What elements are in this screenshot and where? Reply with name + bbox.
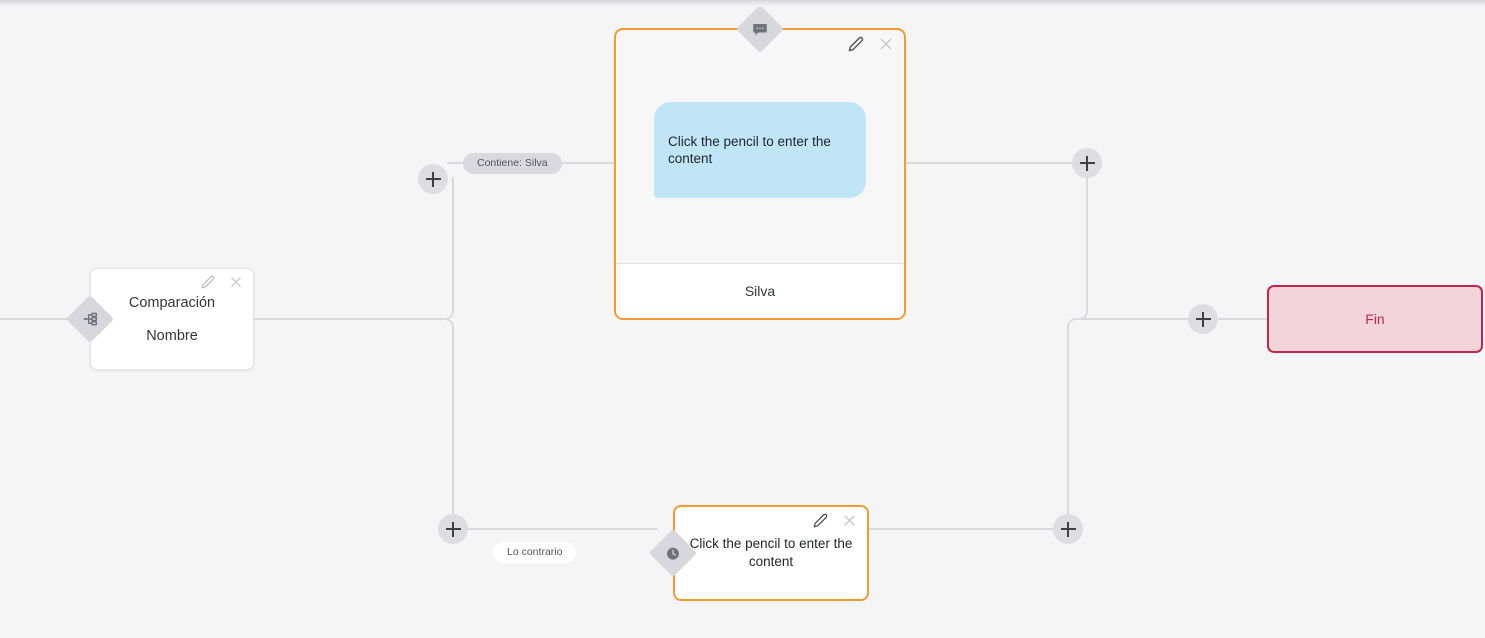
edge-merge-bottom [1067, 318, 1189, 515]
edge-false-down [253, 318, 454, 516]
node-comparison-subtitle: Nombre [146, 327, 198, 344]
edge-merge-top [1078, 177, 1189, 320]
node-end[interactable]: Fin [1267, 285, 1483, 353]
add-node-button-branch-true[interactable] [418, 164, 448, 194]
node-message[interactable]: Click the pencil to enter the content Si… [614, 28, 906, 320]
close-icon[interactable] [842, 513, 857, 528]
add-node-button-branch-false[interactable] [438, 514, 468, 544]
node-comparison-actions [201, 275, 243, 289]
clock-icon-handle[interactable] [648, 528, 698, 578]
close-icon[interactable] [229, 275, 243, 289]
node-message-actions [848, 36, 894, 52]
clock-icon [666, 546, 681, 561]
message-bubble-icon [752, 21, 769, 38]
message-bubble[interactable]: Click the pencil to enter the content [654, 101, 866, 198]
node-comparison[interactable]: Comparación Nombre [90, 268, 254, 370]
node-message-body: Click the pencil to enter the content [616, 30, 904, 263]
add-node-button-after-message[interactable] [1072, 148, 1102, 178]
node-comparison-title: Comparación [128, 294, 216, 311]
edge-true-up [253, 177, 454, 320]
branch-icon-handle[interactable] [65, 294, 115, 344]
edge-label-contains[interactable]: Contiene: Silva [463, 153, 562, 174]
branch-icon [82, 311, 98, 327]
node-delay-actions [813, 513, 857, 528]
node-delay[interactable]: Click the pencil to enter the content [673, 505, 869, 601]
edge-label-otherwise[interactable]: Lo contrario [493, 542, 577, 563]
add-node-button-before-end[interactable] [1188, 304, 1218, 334]
node-end-label: Fin [1365, 311, 1385, 327]
close-icon[interactable] [878, 36, 894, 52]
message-bubble-icon-handle[interactable] [735, 4, 785, 54]
pencil-icon[interactable] [813, 513, 828, 528]
node-delay-text: Click the pencil to enter the content [689, 536, 853, 569]
add-node-button-after-delay[interactable] [1053, 514, 1083, 544]
message-bubble-text: Click the pencil to enter the content [668, 133, 831, 166]
node-message-footer: Silva [616, 263, 904, 318]
pencil-icon[interactable] [201, 275, 215, 289]
pencil-icon[interactable] [848, 36, 864, 52]
